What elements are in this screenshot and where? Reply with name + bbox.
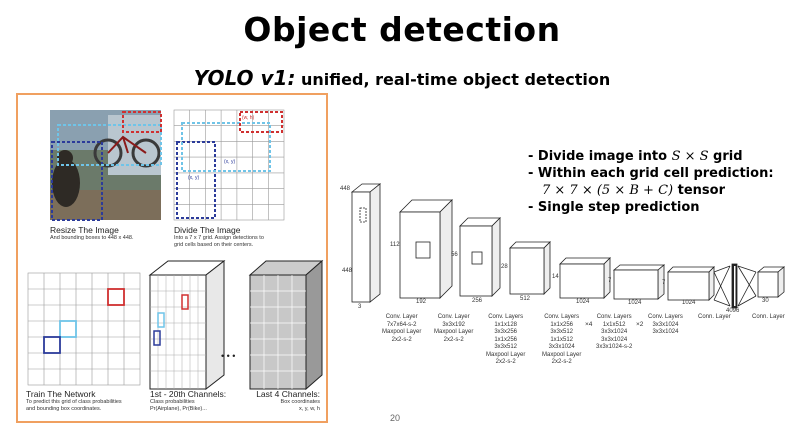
- page-title: Object detection: [243, 10, 561, 49]
- divide-label-xy-b: (x, y): [188, 175, 200, 181]
- bullet-grid: - Divide image into S × S grid: [528, 149, 743, 164]
- dim-d2: 56: [451, 252, 458, 258]
- channels-tensor: [148, 259, 226, 391]
- resize-caption: Resize The Image And bounding boxes to 4…: [50, 225, 133, 242]
- last-heading: Last 4 Channels:: [256, 389, 320, 399]
- layer-desc-7: Conn. Layer: [698, 314, 731, 320]
- channels-caption: 1st - 20th Channels: Class probabilities…: [150, 389, 226, 412]
- dim-d6: 7: [662, 280, 666, 286]
- dim-bot5: 1024: [576, 299, 590, 305]
- last-caption: Last 4 Channels: Box coordinates x, y, w…: [254, 389, 320, 412]
- repeat-x4: ×4: [585, 321, 593, 328]
- channels-sub-2: Pr(Airplane), Pr(Bike)...: [150, 405, 207, 412]
- yolo-figure: [27, 109, 324, 391]
- fc-layer-2: [737, 265, 786, 307]
- train-heading: Train The Network: [26, 389, 96, 399]
- last-sub-2: x, y, w, h: [299, 405, 320, 412]
- layer-desc-6: Conv. Layers 3x3x1024 3x3x1024: [648, 314, 683, 335]
- layer-desc-3: Conv. Layers 1x1x128 3x3x256 1x1x256 3x3…: [486, 314, 526, 365]
- dim-fc: 4096: [726, 308, 740, 314]
- divide-label-wh: (w, h): [242, 115, 255, 121]
- bullet-tensor: 7 × 7 × (5 × B + C) tensor: [542, 183, 725, 198]
- dim-bot4: 512: [520, 296, 531, 302]
- layer-desc-1: Conv. Layer 7x7x64-s-2 Maxpool Layer 2x2…: [382, 314, 422, 343]
- resize-sub: And bounding boxes to 448 x 448.: [50, 235, 134, 241]
- network-architecture: 448 448 3 112 192 56 256 28 512 14 1024 …: [338, 178, 794, 378]
- layer-desc-5: Conv. Layers 1x1x512 3x3x1024 3x3x1024 3…: [596, 314, 633, 350]
- divide-label-xy-a: (x, y): [224, 159, 236, 165]
- conv-block-2: [459, 217, 501, 297]
- bullet-single-step: - Single step prediction: [528, 200, 700, 215]
- dim-bot1: 3: [358, 304, 362, 310]
- dim-out: 30: [762, 298, 769, 304]
- input-image-block: [350, 183, 382, 303]
- subtitle-text: unified, real-time object detection: [301, 70, 611, 89]
- conv-block-5: [612, 264, 666, 300]
- page-subtitle: YOLO v1: unified, real-time object detec…: [0, 66, 804, 90]
- divide-sub-2: grid cells based on their centers.: [174, 241, 254, 248]
- dim-d5: 7: [608, 278, 612, 284]
- bullet-cell-prediction: - Within each grid cell prediction:: [528, 166, 774, 181]
- fc-layer-1: [713, 263, 738, 309]
- train-sub-1: To predict this grid of class probabilit…: [26, 399, 122, 405]
- channels-heading: 1st - 20th Channels:: [150, 389, 227, 399]
- divide-heading: Divide The Image: [174, 225, 241, 235]
- conv-block-6: [667, 266, 715, 301]
- layer-desc-8: Conn. Layer: [752, 314, 785, 320]
- dim-in: 448: [340, 186, 351, 192]
- layer-desc-4: Conv. Layers 1x1x256 3x3x512 1x1x512 3x3…: [542, 314, 582, 365]
- dim-bot3: 256: [472, 298, 483, 304]
- conv-block-4: [559, 257, 611, 299]
- conv-block-1: [399, 199, 453, 299]
- dim-d4: 14: [552, 274, 559, 280]
- ellipsis: • • •: [221, 351, 236, 361]
- dim-in-side: 448: [342, 268, 353, 274]
- divide-sub-1: Into a 7 x 7 grid. Assign detections to: [174, 235, 264, 241]
- bullet-list: - Divide image into S × S grid - Within …: [528, 148, 774, 216]
- dim-d1: 112: [390, 242, 400, 248]
- last-sub-1: Box coordinates: [280, 399, 320, 405]
- model-name: YOLO v1:: [193, 66, 296, 90]
- layer-desc-2: Conv. Layer 3x3x192 Maxpool Layer 2x2-s-…: [434, 314, 474, 343]
- train-caption: Train The Network To predict this grid o…: [26, 389, 122, 412]
- architecture-svg: [350, 183, 786, 309]
- page-number: 20: [390, 413, 401, 423]
- repeat-x2: ×2: [636, 321, 644, 328]
- conv-block-3: [509, 241, 551, 295]
- dim-bot6: 1024: [628, 300, 642, 306]
- divide-caption: Divide The Image Into a 7 x 7 grid. Assi…: [174, 225, 264, 248]
- train-network-grid: [27, 272, 141, 386]
- last-channels-block: [248, 259, 324, 391]
- dim-bot7: 1024: [682, 300, 696, 306]
- yolo-figure-panel: Resize The Image And bounding boxes to 4…: [16, 93, 328, 423]
- dim-bot2: 192: [416, 299, 427, 305]
- resize-heading: Resize The Image: [50, 225, 119, 235]
- resize-image-photo: [50, 110, 162, 221]
- channels-sub-1: Class probabilities: [150, 399, 195, 405]
- dim-d3: 28: [501, 264, 508, 270]
- train-sub-2: and bounding box coordinates.: [26, 405, 102, 412]
- divide-image-grid: [173, 109, 285, 221]
